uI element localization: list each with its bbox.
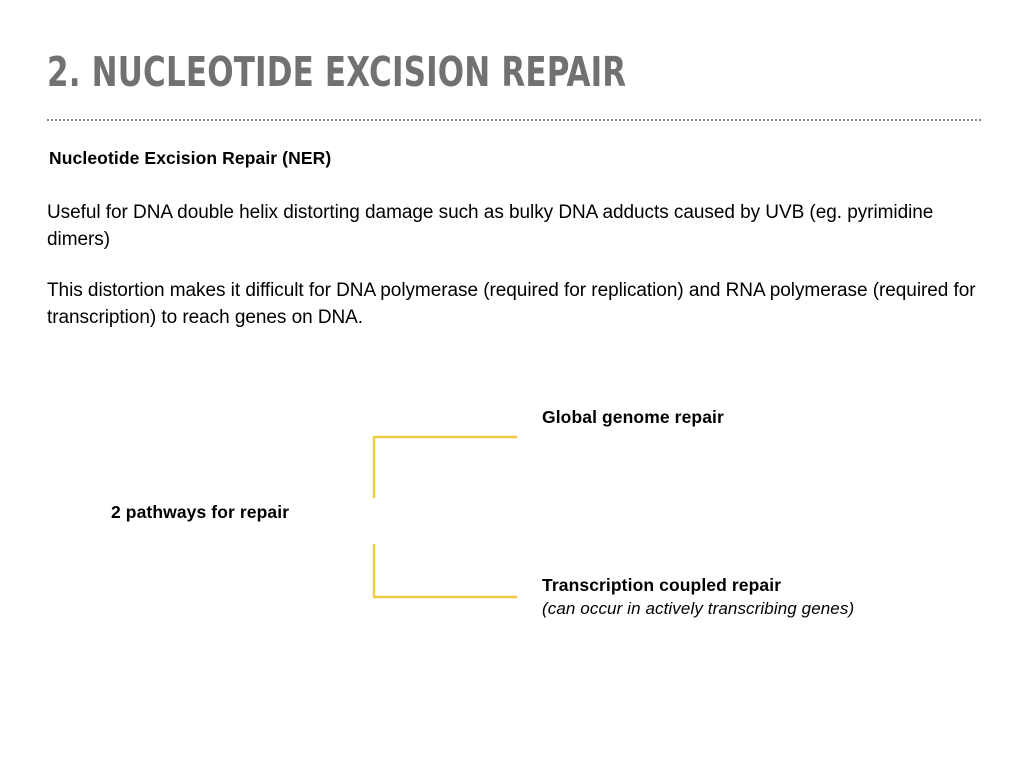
bracket-lower [372, 543, 518, 599]
body-paragraph-2: This distortion makes it difficult for D… [47, 280, 976, 328]
bracket-upper [372, 435, 518, 499]
page-title: 2. Nucleotide Excision Repair [47, 48, 627, 96]
branch-note-transcription-coupled-repair: (can occur in actively transcribing gene… [542, 599, 855, 618]
branch-label-transcription-coupled-repair: Transcription coupled repair [542, 575, 782, 595]
section-heading: Nucleotide Excision Repair (NER) [49, 148, 332, 168]
branch-label-global-genome-repair: Global genome repair [542, 407, 724, 427]
title-divider [47, 119, 981, 121]
pathways-source-label: 2 pathways for repair [111, 502, 290, 522]
body-paragraph-1: Useful for DNA double helix distorting d… [47, 202, 934, 250]
